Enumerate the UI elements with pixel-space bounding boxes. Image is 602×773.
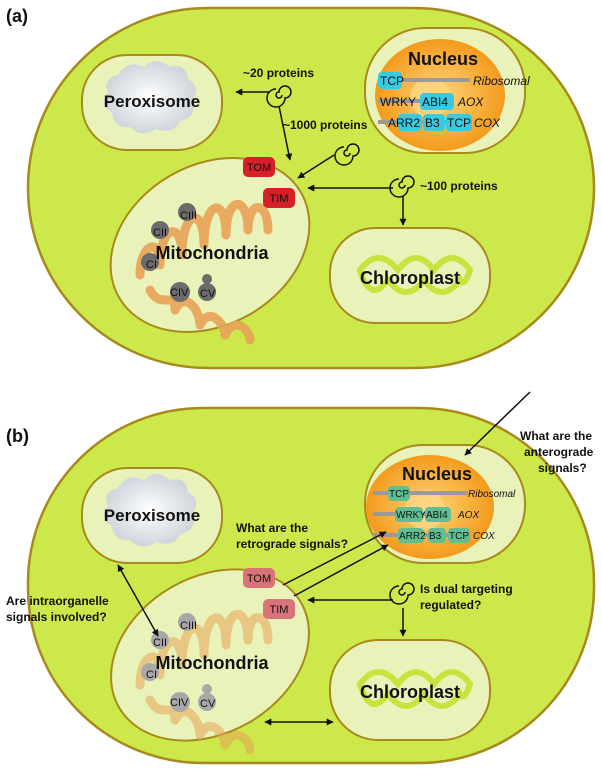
factor-arr2-b: ARR2 <box>399 531 426 542</box>
arrow-b-anterograde <box>464 391 531 456</box>
mitochondria-a: TOM TIM CIII CII CI CIV CV Mitochondria <box>109 157 311 345</box>
mitochondria-b-label: Mitochondria <box>156 653 270 673</box>
gene-aox-b: AOX <box>457 510 479 521</box>
chloroplast-b-label: Chloroplast <box>360 682 460 702</box>
factor-tcp-top-a-text: TCP <box>380 74 404 88</box>
count-mitochondria-a: ~1000 proteins <box>283 118 368 132</box>
mitochondria-b: TOM TIM CIII CII CI CIV CV Mitochondria <box>110 568 310 755</box>
panel-b: (b) Peroxisome Nucleus TCP Ribosomal WRK… <box>6 391 596 765</box>
complex-c2-b: CII <box>153 637 167 649</box>
factor-tcp-bottom-a-text: TCP <box>447 116 471 130</box>
question-anterograde-3: signals? <box>538 461 587 475</box>
complex-c3-b: CIII <box>180 620 197 632</box>
tim-a-text: TIM <box>270 193 289 205</box>
tom-a <box>243 157 275 177</box>
tom-b <box>243 568 275 588</box>
nucleus-a: Nucleus TCP Ribosomal WRKY ABI4 AOX ARR2… <box>364 27 530 154</box>
complex-c1-b: CI <box>146 669 157 681</box>
factor-tcp-bottom-b: TCP <box>449 531 469 542</box>
cristae-a <box>135 199 273 345</box>
tom-b-text: TOM <box>247 573 271 585</box>
tim-b <box>263 599 295 619</box>
complex-c5-b: CV <box>200 698 216 710</box>
nucleus-a-label: Nucleus <box>408 49 478 69</box>
gene-ribosomal-a: Ribosomal <box>473 74 530 88</box>
chloroplast-a: Chloroplast <box>329 227 491 324</box>
nucleus-b: Nucleus TCP Ribosomal WRKY ABI4 AOX ARR2… <box>364 444 526 564</box>
factor-b3-b: B3 <box>429 531 442 542</box>
arrow-a-to-mito <box>297 154 335 179</box>
complex-c4-b: CIV <box>170 697 189 709</box>
complex-c2-a: CII <box>153 227 167 239</box>
panel-a: (a) Peroxisome Nucleus TCP Ribosomal WRK… <box>6 6 596 370</box>
cristae-b <box>135 609 273 755</box>
complex-c5-a: CV <box>200 288 216 300</box>
question-intraorganelle-1: Are intraorganelle <box>6 594 109 608</box>
nucleus-b-label: Nucleus <box>402 464 472 484</box>
factor-wrky-b: WRKY <box>396 510 426 521</box>
panel-b-label: (b) <box>6 426 29 446</box>
spiral-a-2 <box>334 143 360 166</box>
count-dual-a: ~100 proteins <box>420 179 498 193</box>
gene-aox-a: AOX <box>457 95 484 109</box>
arrow-a-to-tom <box>278 105 293 161</box>
tim-b-text: TIM <box>270 604 289 616</box>
factor-abi4-b: ABI4 <box>426 510 448 521</box>
chloroplast-a-label: Chloroplast <box>360 268 460 288</box>
factor-abi4-a <box>420 93 454 110</box>
count-peroxisome-a: ~20 proteins <box>243 66 314 80</box>
gene-ribosomal-b: Ribosomal <box>468 489 516 500</box>
complex-c1-a: CI <box>146 259 157 271</box>
complex-c4-a: CIV <box>170 287 189 299</box>
spiral-b <box>389 582 415 605</box>
chloroplast-b: Chloroplast <box>329 639 491 741</box>
factor-arr2-a: ARR2 <box>388 116 420 130</box>
arrow-b-retrograde-2 <box>293 544 389 597</box>
complex-c3-a: CIII <box>180 210 197 222</box>
factor-wrky-a: WRKY <box>380 95 416 109</box>
peroxisome-b-label: Peroxisome <box>104 506 200 525</box>
question-retrograde-1: What are the <box>236 521 308 535</box>
question-retrograde-2: retrograde signals? <box>236 537 348 551</box>
arrow-b-peroxisome-mito <box>117 564 159 637</box>
panel-a-label: (a) <box>6 6 28 26</box>
factor-tcp-top-a <box>378 72 402 89</box>
question-anterograde-2: anterograde <box>524 445 594 459</box>
spiral-a-3 <box>389 175 415 198</box>
peroxisome-b-cloud <box>103 474 197 547</box>
peroxisome-a: Peroxisome <box>81 54 223 151</box>
question-dual-1: Is dual targeting <box>420 582 513 596</box>
factor-abi4-a-text: ABI4 <box>422 95 448 109</box>
question-intraorganelle-2: signals involved? <box>6 610 107 624</box>
gene-cox-b: COX <box>473 531 495 542</box>
factor-tcp-top-b: TCP <box>389 489 409 500</box>
peroxisome-a-label: Peroxisome <box>104 92 200 111</box>
factor-tcp-bottom-a <box>446 114 472 131</box>
arrow-b-retrograde-1 <box>282 531 387 586</box>
tom-a-text: TOM <box>247 162 271 174</box>
peroxisome-a-cloud <box>103 61 197 134</box>
factor-b3-a-text: B3 <box>425 116 440 130</box>
spiral-a-1 <box>266 85 292 108</box>
peroxisome-b: Peroxisome <box>81 467 223 564</box>
mitochondria-a-label: Mitochondria <box>156 243 270 263</box>
factor-b3-a <box>423 114 445 131</box>
tim-a <box>263 188 295 208</box>
gene-cox-a: COX <box>474 116 501 130</box>
question-anterograde-1: What are the <box>520 429 592 443</box>
question-dual-2: regulated? <box>420 598 481 612</box>
